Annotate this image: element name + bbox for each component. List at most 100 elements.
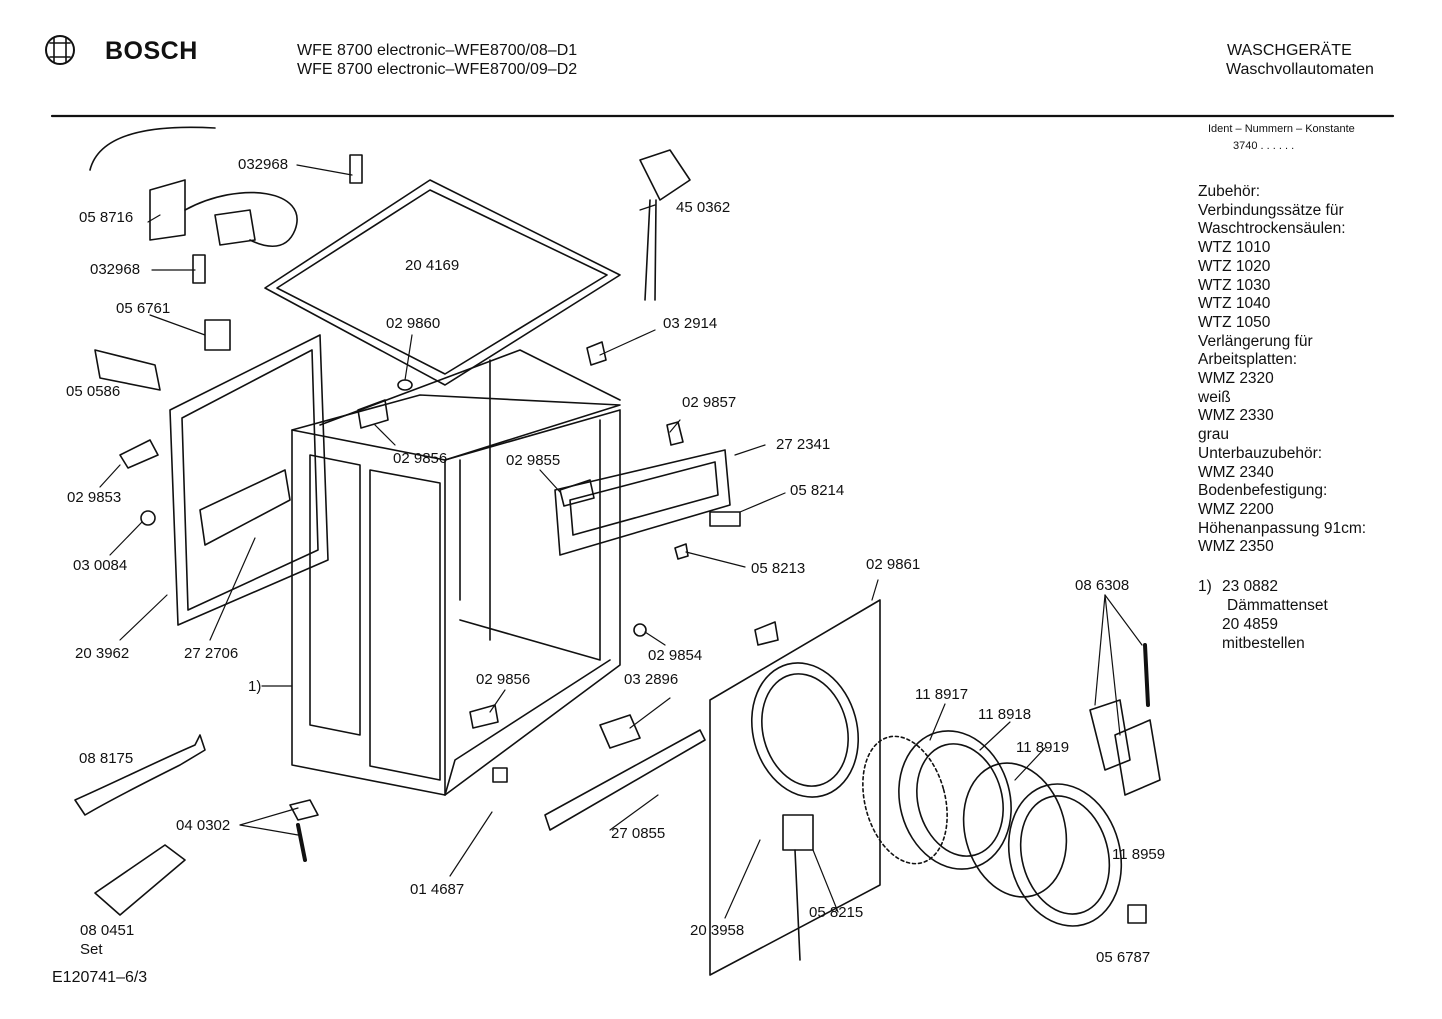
part-label: 05 8215 <box>809 904 864 921</box>
part-label: 05 6787 <box>1096 949 1151 966</box>
accessory-item: Höhenanpassung 91cm: <box>1198 519 1367 537</box>
part-label: 01 4687 <box>410 881 465 898</box>
part-label: 27 0855 <box>611 825 666 842</box>
part-label: 27 2706 <box>184 645 239 662</box>
accessory-item: WMZ 2330 <box>1198 407 1274 425</box>
part-label: 20 3962 <box>75 645 130 662</box>
bracket-029853 <box>119 439 159 469</box>
part-label: 05 6761 <box>116 300 171 317</box>
part-label: 11 8919 <box>1016 739 1070 756</box>
accessory-item: grau <box>1198 426 1230 444</box>
category-line-2: Waschvollautomaten <box>1226 61 1374 78</box>
accessory-item: Unterbauzubehör: <box>1198 444 1323 462</box>
part-029856-top <box>357 399 389 429</box>
plate-080451 <box>94 844 186 916</box>
clip-032968-top <box>349 154 363 184</box>
ident-value: 3740 . . . . . . <box>1233 140 1295 152</box>
pump-part-032896 <box>599 714 641 749</box>
part-label: 11 8917 <box>915 686 969 703</box>
cabinet-body <box>291 349 621 796</box>
part-label: 032968 <box>90 261 141 278</box>
part-014687 <box>492 767 508 783</box>
accessory-item: WMZ 2340 <box>1198 463 1274 481</box>
part-label: 02 9856 <box>393 450 448 467</box>
handle-056787 <box>1127 904 1147 924</box>
side-panel-left <box>169 334 329 626</box>
part-058213 <box>674 543 689 560</box>
part-label: 02 9853 <box>67 489 122 506</box>
part-label: 032968 <box>238 156 289 173</box>
part-label: 02 9854 <box>648 647 703 664</box>
footnote-line-3: mitbestellen <box>1222 635 1305 652</box>
footnote-line-2: 20 4859 <box>1222 616 1279 633</box>
part-label: 08 0451 <box>80 922 135 939</box>
part-029857 <box>666 421 684 446</box>
part-label: 05 8213 <box>751 560 806 577</box>
accessory-item: Verlängerung für <box>1198 332 1313 350</box>
base-rail <box>544 729 706 831</box>
part-label: 04 0302 <box>176 817 231 834</box>
accessory-item: WTZ 1030 <box>1198 276 1271 294</box>
hinge-pin-086308 <box>1143 643 1150 707</box>
bolt-040302 <box>296 823 307 862</box>
brand-name: BOSCH <box>105 37 198 65</box>
switch-056761 <box>204 319 231 351</box>
grommet-029854 <box>633 623 647 637</box>
part-label: 02 9857 <box>682 394 737 411</box>
wrench-088175-icon <box>74 734 206 816</box>
part-058214 <box>709 511 741 527</box>
cable-harness <box>89 126 298 247</box>
mains-plug-icon <box>639 149 691 301</box>
accessory-item: WMZ 2350 <box>1198 538 1274 556</box>
part-label: 05 0586 <box>66 383 121 400</box>
wire-058215 <box>794 849 801 961</box>
part-label: 02 9856 <box>476 671 531 688</box>
part-label: 1) <box>248 678 262 695</box>
accessory-item: Bodenbefestigung: <box>1198 482 1328 500</box>
accessory-item: Waschtrockensäulen: <box>1198 220 1346 238</box>
part-label: 20 3958 <box>690 922 745 939</box>
part-032914 <box>586 341 607 366</box>
accessory-item: Verbindungssätze für <box>1198 201 1344 219</box>
part-label: 11 8918 <box>978 706 1032 723</box>
part-029860 <box>397 379 413 391</box>
accessory-item: weiß <box>1198 388 1231 406</box>
bosch-logo-icon <box>45 35 75 65</box>
grommet-030084 <box>140 510 156 526</box>
part-029856-bottom <box>469 704 499 729</box>
accessory-item: WMZ 2320 <box>1198 370 1274 388</box>
hinge-plate-086308 <box>1114 719 1161 796</box>
part-label: 03 0084 <box>73 557 128 574</box>
part-label: 02 9860 <box>386 315 441 332</box>
part-label: 03 2896 <box>624 671 679 688</box>
part-029855 <box>559 479 595 507</box>
accessory-item: WTZ 1020 <box>1198 257 1271 275</box>
part-label: 05 8214 <box>790 482 845 499</box>
footnote-line-1: Dämmattenset <box>1227 597 1328 614</box>
part-label: 05 8716 <box>79 209 134 226</box>
control-panel <box>554 449 731 556</box>
part-label: 02 9855 <box>506 452 561 469</box>
model-line-2: WFE 8700 electronic–WFE8700/09–D2 <box>297 61 578 78</box>
drawing-id: E120741–6/3 <box>52 969 148 986</box>
footnote-part: 23 0882 <box>1222 578 1279 595</box>
accessory-item: WMZ 2200 <box>1198 500 1274 518</box>
ident-label: Ident – Nummern – Konstante <box>1208 123 1355 135</box>
part-label: 20 4169 <box>405 257 460 274</box>
accessory-item: WTZ 1010 <box>1198 239 1271 257</box>
part-label: 08 6308 <box>1075 577 1130 594</box>
part-label: 03 2914 <box>663 315 718 332</box>
hinge-086308 <box>1089 699 1131 771</box>
part-label: 02 9861 <box>866 556 921 573</box>
model-line-1: WFE 8700 electronic–WFE8700/08–D1 <box>297 42 578 59</box>
part-label: Set <box>80 941 103 958</box>
door-seal-rings <box>862 730 1123 927</box>
footnote-marker: 1) <box>1198 578 1212 595</box>
part-label: 45 0362 <box>676 199 731 216</box>
accessory-item: WTZ 1040 <box>1198 295 1271 313</box>
leader-lines <box>99 164 1143 919</box>
clip-032968-bottom <box>192 254 206 284</box>
accessories-list: Zubehör: Verbindungssätze für Waschtrock… <box>1198 183 1366 557</box>
accessory-item: Arbeitsplatten: <box>1198 351 1298 369</box>
bracket-029861 <box>754 621 779 646</box>
